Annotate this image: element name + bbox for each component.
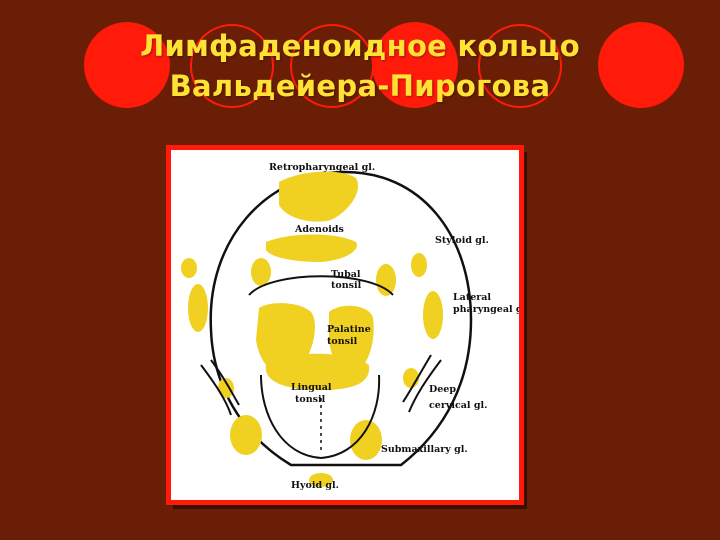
submaxillary-right-gland [350,420,382,460]
label-lingual-2: tonsil [295,394,326,405]
label-retropharyngeal: Retropharyngeal gl. [269,162,375,173]
label-lateral-1: Lateral [453,292,491,303]
deep-cervical-left-gland [218,378,234,398]
right-neck-vessels [402,354,442,413]
label-palatine-2: tonsil [327,336,358,347]
label-submaxillary: Submaxillary gl. [381,444,468,455]
adenoids-gland [266,234,357,262]
label-styloid: Styloid gl. [435,235,489,246]
styloid-left-gland [181,258,197,278]
hyoid-gland [309,473,333,487]
lymphoid-ring-diagram: Retropharyngeal gl. Adenoids Styloid gl.… [181,162,519,491]
pharynx-arch [248,275,394,296]
tubal-left-gland [251,258,271,286]
left-neck-vessels [200,359,240,416]
label-lingual-1: Lingual [291,382,332,393]
tongue-outline [260,374,381,460]
figure-frame: Retropharyngeal gl. Adenoids Styloid gl.… [166,145,524,505]
decorative-ring-3 [478,24,562,108]
lateral-left-gland [188,284,208,332]
label-deep-2: cervical gl. [429,400,487,411]
label-palatine-1: Palatine [327,324,371,335]
figure-panel: Retropharyngeal gl. Adenoids Styloid gl.… [171,150,519,500]
decorative-ring-1 [190,24,274,108]
lateral-right-gland [423,291,443,339]
label-hyoid: Hyoid gl. [291,480,339,491]
slide-title: Лимфаденоидное кольцо Вальдейера-Пирогов… [100,26,620,106]
retropharyngeal-gland [279,171,359,222]
label-deep-1: Deep [429,384,456,395]
slide-title-line-2: Вальдейера-Пирогова [169,69,551,103]
styloid-right-gland [411,253,427,277]
tubal-right-gland [376,264,396,296]
label-tubal-1: Tubal [331,269,361,280]
decorative-circle-3 [598,22,684,108]
label-tubal-2: tonsil [331,280,362,291]
label-lateral-2: pharyngeal gl [453,304,519,315]
decorative-circle-1 [84,22,170,108]
slide-title-line-1: Лимфаденоидное кольцо [140,29,580,63]
decorative-circle-2 [372,22,458,108]
lingual-tonsil [265,353,370,390]
submaxillary-left-gland [230,415,262,455]
label-adenoids: Adenoids [294,224,344,235]
